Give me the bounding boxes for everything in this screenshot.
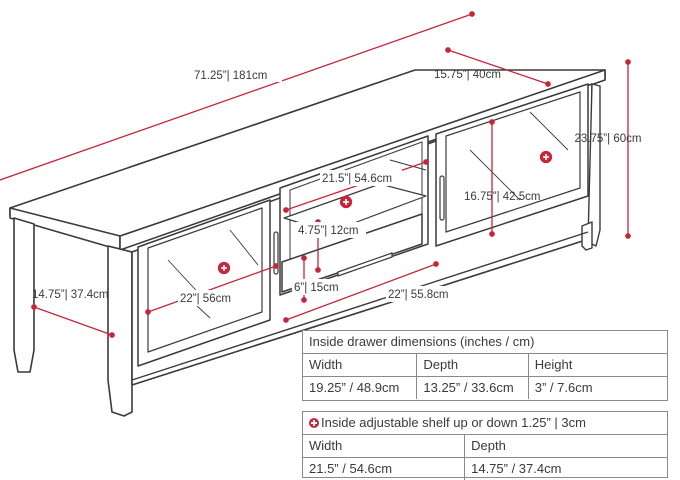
overall-width-line bbox=[0, 13, 473, 181]
side-height-label: 16.75”| 42.5cm bbox=[464, 191, 541, 203]
drawer-header-depth: Depth bbox=[416, 354, 527, 376]
shelf-table-values-row: 21.5” / 54.6cm 14.75” / 37.4cm bbox=[303, 457, 667, 480]
shelf-table-title-cell: Inside adjustable shelf up or down 1.25”… bbox=[303, 412, 667, 434]
side-depth-label: 14.75”| 37.4cm bbox=[32, 289, 109, 301]
left-glass-reflection-2 bbox=[229, 229, 259, 266]
center-width-label: 21.5”| 54.6cm bbox=[322, 173, 392, 185]
left-end-panel bbox=[13, 217, 35, 373]
drawer-table-values-row: 19.25” / 48.9cm 13.25” / 33.6cm 3” / 7.6… bbox=[303, 376, 667, 399]
dimension-labels: 71.25”| 181cm 15.75”| 40cm 23.75”| 60cm … bbox=[32, 66, 641, 306]
tv-stand-drawing bbox=[9, 69, 606, 417]
drawer-height-end-dot bbox=[315, 267, 321, 273]
drawer-header-height: Height bbox=[527, 354, 667, 376]
right-width-start-dot bbox=[283, 317, 289, 323]
shelf-value-width: 21.5” / 54.6cm bbox=[309, 461, 393, 476]
right-width-line bbox=[285, 263, 437, 321]
right-glass-reflection-2 bbox=[529, 111, 569, 151]
bottom-height-end-dot bbox=[301, 297, 307, 303]
right-leg bbox=[581, 221, 593, 251]
overall-depth-start-dot bbox=[445, 47, 451, 53]
overall-height-label: 23.75”| 60cm bbox=[575, 133, 642, 145]
shelf-table-title: Inside adjustable shelf up or down 1.25”… bbox=[321, 415, 586, 430]
left-front-leg bbox=[107, 245, 133, 417]
side-depth-end-dot bbox=[109, 332, 115, 338]
side-depth-line bbox=[33, 306, 113, 336]
left-width-start-dot bbox=[145, 309, 151, 315]
dimension-lines bbox=[0, 11, 631, 338]
overall-depth-end-dot bbox=[545, 81, 551, 87]
shelf-header-depth: Depth bbox=[464, 435, 667, 457]
bottom-height-label: 6”| 15cm bbox=[294, 282, 339, 294]
side-height-start-dot bbox=[489, 119, 495, 125]
drawer-header-width: Width bbox=[309, 357, 343, 372]
overall-depth-line bbox=[447, 49, 549, 85]
right-glass-reflection-1 bbox=[469, 149, 521, 201]
plus-circle-icon bbox=[309, 418, 319, 428]
center-shelf-edge bbox=[389, 159, 427, 171]
drawer-table-title-row: Inside drawer dimensions (inches / cm) bbox=[303, 331, 667, 353]
right-width-label: 22”| 55.8cm bbox=[388, 289, 449, 301]
drawer-height-label: 4.75”| 12cm bbox=[298, 225, 359, 237]
center-width-end-dot bbox=[423, 159, 429, 165]
right-door-handle bbox=[439, 175, 445, 221]
shelf-table-title-row: Inside adjustable shelf up or down 1.25”… bbox=[303, 412, 667, 434]
plus-circle-icon bbox=[339, 195, 353, 209]
left-width-line bbox=[147, 265, 277, 313]
right-door-glass bbox=[445, 91, 581, 233]
plus-circle-icon bbox=[539, 150, 553, 164]
base-rail bbox=[131, 231, 589, 381]
drawer-handle bbox=[337, 252, 393, 277]
drawer-table-title: Inside drawer dimensions (inches / cm) bbox=[309, 334, 535, 349]
drawer-value-height: 3” / 7.6cm bbox=[527, 377, 667, 399]
side-depth-start-dot bbox=[31, 304, 37, 310]
overall-depth-label: 15.75”| 40cm bbox=[434, 69, 501, 81]
left-width-end-dot bbox=[273, 263, 279, 269]
left-door-glass bbox=[147, 207, 263, 353]
bottom-height-start-dot bbox=[301, 255, 307, 261]
overall-height-end-dot bbox=[625, 233, 631, 239]
adjustable-shelf-table: Inside adjustable shelf up or down 1.25”… bbox=[302, 411, 668, 480]
overall-width-end-dot bbox=[469, 11, 475, 17]
overall-width-label: 71.25”| 181cm bbox=[194, 70, 267, 82]
shelf-table-header-row: Width Depth bbox=[303, 434, 667, 457]
drawer-value-depth: 13.25” / 33.6cm bbox=[416, 377, 527, 399]
left-width-label: 22”| 56cm bbox=[180, 293, 231, 305]
drawer-dimensions-table: Inside drawer dimensions (inches / cm) W… bbox=[302, 330, 668, 401]
center-width-start-dot bbox=[283, 207, 289, 213]
drawer-value-width: 19.25” / 48.9cm bbox=[309, 380, 400, 395]
side-height-end-dot bbox=[489, 231, 495, 237]
plus-circle-icon bbox=[217, 261, 231, 275]
shelf-header-width: Width bbox=[309, 438, 343, 453]
overall-height-start-dot bbox=[625, 59, 631, 65]
drawer-table-header-row: Width Depth Height bbox=[303, 353, 667, 376]
right-width-end-dot bbox=[433, 261, 439, 267]
shelf-value-depth: 14.75” / 37.4cm bbox=[464, 458, 667, 480]
